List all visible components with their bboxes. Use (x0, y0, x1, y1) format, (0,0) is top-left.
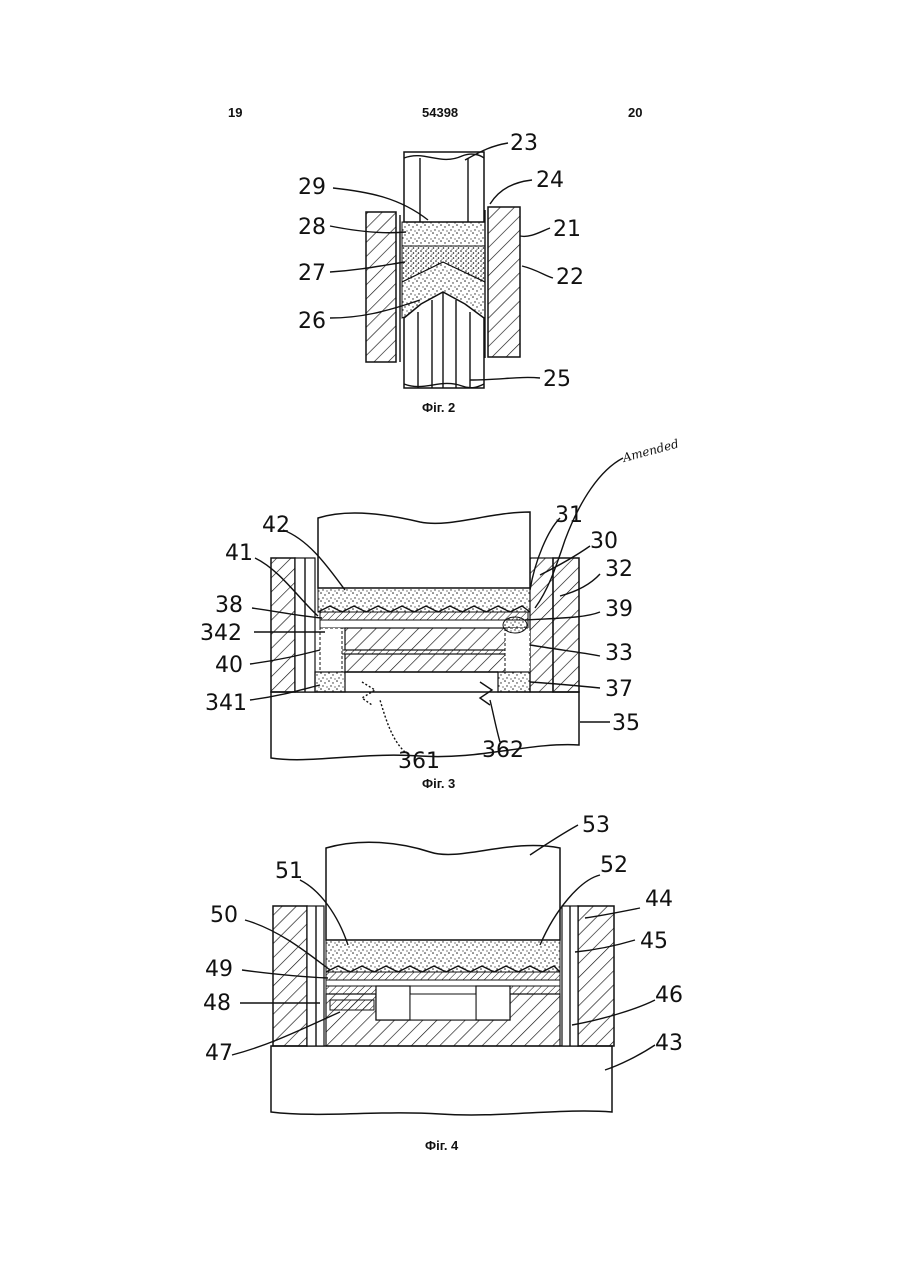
outer-wall-right-44 (578, 906, 614, 1046)
label-50: 50 (210, 903, 238, 928)
label-44: 44 (645, 887, 673, 912)
label-46: 46 (655, 983, 683, 1008)
base-43 (271, 1046, 612, 1115)
label-53: 53 (582, 813, 610, 838)
label-49: 49 (205, 957, 233, 982)
label-51: 51 (275, 859, 303, 884)
label-48: 48 (203, 991, 231, 1016)
figure-4-caption: Фіг. 4 (425, 1138, 458, 1153)
label-47: 47 (205, 1041, 233, 1066)
label-45: 45 (640, 929, 668, 954)
upper-punch-53 (326, 842, 560, 940)
label-52: 52 (600, 853, 628, 878)
label-43: 43 (655, 1031, 683, 1056)
figure-4-drawing: 53 51 52 50 44 45 49 46 48 47 43 (0, 0, 900, 1200)
